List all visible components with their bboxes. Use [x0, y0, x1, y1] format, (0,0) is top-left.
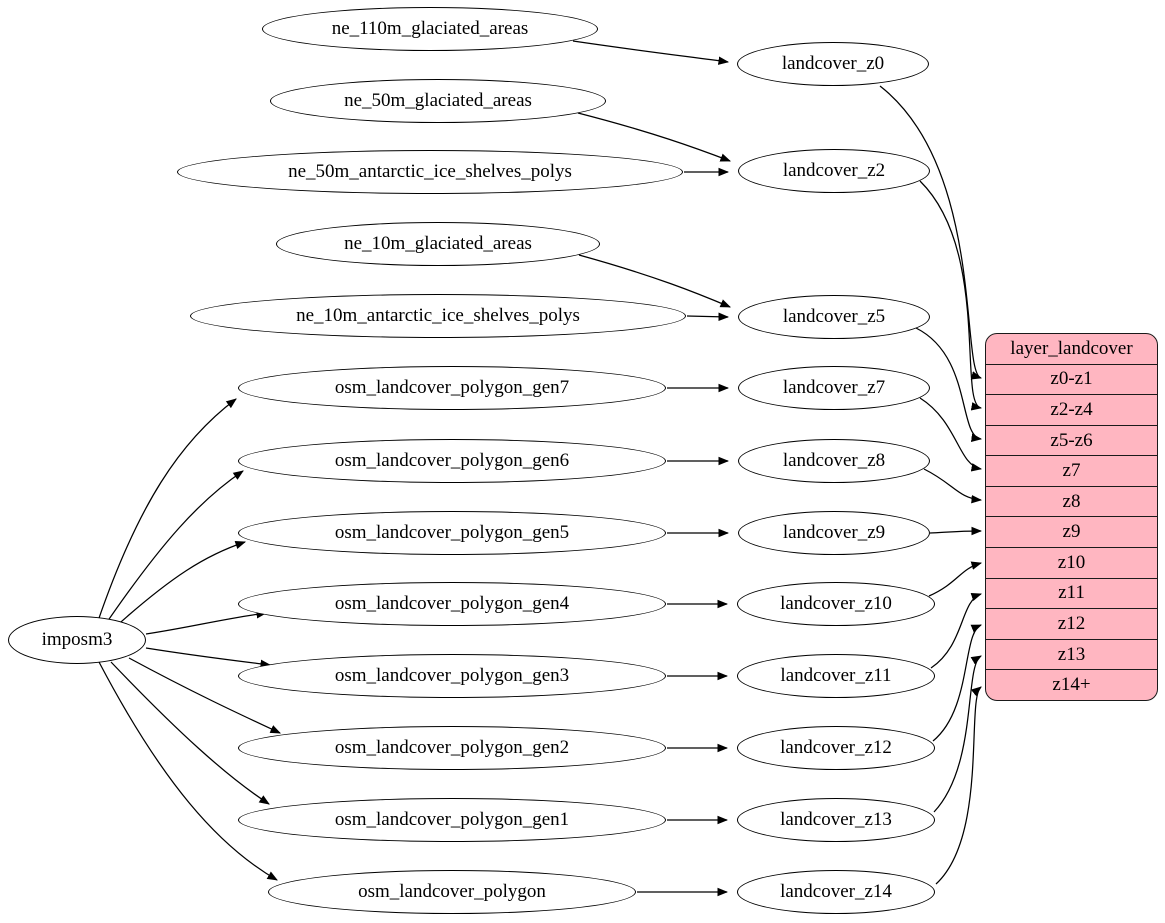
record-row-z7: z7 — [986, 455, 1157, 486]
record-row-z5-z6: z5-z6 — [986, 424, 1157, 456]
node-osm-landcover-polygon-gen6: osm_landcover_polygon_gen6 — [238, 439, 666, 483]
node-landcover-z0: landcover_z0 — [737, 42, 929, 86]
record-row-z8: z8 — [986, 485, 1157, 517]
edge-imposm3-to-osm_landcover_polygon_gen7 — [97, 398, 237, 622]
edge-landcover_z2-to-row-z2-z4 — [919, 180, 983, 411]
edge-ne_10m_glaciated_areas-to-landcover_z5 — [578, 254, 731, 308]
node-landcover-z2: landcover_z2 — [738, 149, 930, 193]
edge-ne_10m_antarctic_ice_shelves_polys-to-landcover_z5 — [686, 312, 730, 322]
edge-imposm3-to-osm_landcover_polygon_gen6 — [104, 470, 244, 626]
edge-imposm3-to-osm_landcover_polygon_gen5 — [112, 540, 247, 630]
node-osm-landcover-polygon-gen3: osm_landcover_polygon_gen3 — [238, 654, 666, 698]
node-osm-landcover-polygon: osm_landcover_polygon — [268, 870, 636, 914]
node-landcover-z12: landcover_z12 — [737, 726, 935, 770]
node-ne-50m-glaciated-areas: ne_50m_glaciated_areas — [270, 79, 606, 123]
record-row-z12: z12 — [986, 608, 1157, 639]
node-landcover-z14: landcover_z14 — [737, 870, 935, 914]
edge-landcover_z7-to-row-z7 — [919, 397, 983, 472]
node-landcover-z11: landcover_z11 — [737, 654, 935, 698]
node-osm-landcover-polygon-gen7: osm_landcover_polygon_gen7 — [238, 366, 666, 410]
node-landcover-z10: landcover_z10 — [737, 582, 935, 626]
edge-imposm3-to-osm_landcover_polygon_gen4 — [145, 610, 268, 635]
record-title: layer_landcover — [1010, 337, 1133, 359]
node-osm-landcover-polygon-gen4: osm_landcover_polygon_gen4 — [238, 582, 666, 626]
node-landcover-z5: landcover_z5 — [738, 295, 930, 339]
node-landcover-z13: landcover_z13 — [737, 798, 935, 842]
edge-imposm3-to-osm_landcover_polygon_gen1 — [110, 661, 270, 805]
edge-landcover_z13-to-row-z13 — [933, 655, 982, 813]
edge-landcover_z9-to-row-z9 — [929, 526, 983, 536]
edge-imposm3-to-osm_landcover_polygon_gen3 — [145, 647, 272, 669]
node-ne-110m-glaciated-areas: ne_110m_glaciated_areas — [262, 7, 598, 51]
node-osm-landcover-polygon-gen2: osm_landcover_polygon_gen2 — [238, 726, 666, 770]
edge-landcover_z10-to-row-z10 — [928, 561, 983, 597]
edge-ne_110m_glaciated_areas-to-landcover_z0 — [572, 40, 730, 65]
node-osm-landcover-polygon-gen1: osm_landcover_polygon_gen1 — [238, 798, 666, 842]
edge-landcover_z5-to-row-z5-z6 — [915, 327, 983, 442]
node-osm-landcover-polygon-gen5: osm_landcover_polygon_gen5 — [238, 511, 666, 555]
node-landcover-z8: landcover_z8 — [738, 439, 930, 483]
record-row-z0-z1: z0-z1 — [986, 363, 1157, 395]
node-ne-50m-antarctic-ice-shelves-polys: ne_50m_antarctic_ice_shelves_polys — [177, 150, 683, 194]
record-row-z2-z4: z2-z4 — [986, 394, 1157, 425]
record-row-z9: z9 — [986, 516, 1157, 547]
edge-ne_50m_glaciated_areas-to-landcover_z2 — [577, 112, 731, 162]
record-row-z13: z13 — [986, 638, 1157, 670]
edge-imposm3-to-osm_landcover_polygon — [98, 661, 278, 881]
node-imposm3: imposm3 — [8, 616, 146, 664]
edge-landcover_z14-to-row-z14 — [935, 686, 982, 885]
edge-landcover_z12-to-row-z12 — [932, 624, 982, 742]
node-landcover-z9: landcover_z9 — [738, 511, 930, 555]
node-ne-10m-glaciated-areas: ne_10m_glaciated_areas — [276, 222, 600, 266]
node-ne-10m-antarctic-ice-shelves-polys: ne_10m_antarctic_ice_shelves_polys — [190, 294, 686, 338]
record-row-z14plus: z14+ — [986, 669, 1157, 700]
record-row-z10: z10 — [986, 547, 1157, 578]
record-row-z11: z11 — [986, 577, 1157, 609]
record-layer-landcover: layer_landcover z0-z1 z2-z4 z5-z6 z7 z8 … — [985, 333, 1158, 701]
edge-landcover_z11-to-row-z11 — [930, 593, 983, 669]
node-landcover-z7: landcover_z7 — [738, 366, 930, 410]
edge-landcover_z0-to-row-z0-z1 — [879, 85, 983, 380]
edge-imposm3-to-osm_landcover_polygon_gen2 — [128, 657, 281, 734]
edge-landcover_z8-to-row-z8 — [923, 468, 983, 504]
